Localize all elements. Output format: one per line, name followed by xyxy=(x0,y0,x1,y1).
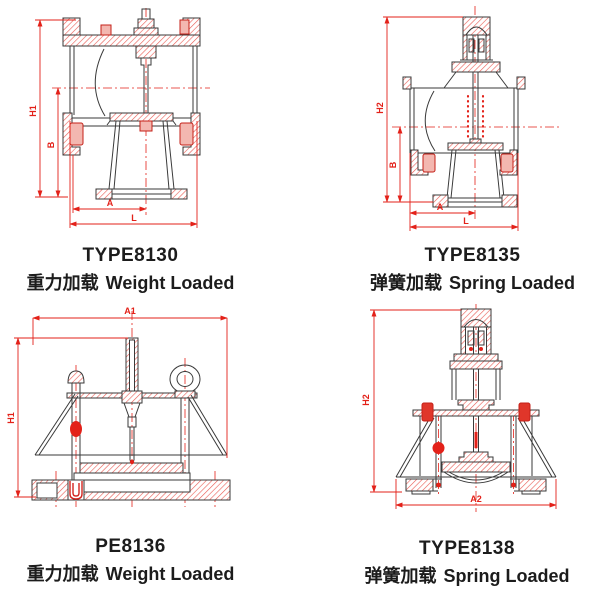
load-type-en: Weight Loaded xyxy=(105,273,235,293)
figure-type8135: H2 B A L xyxy=(375,3,578,243)
figure-subtitle: 重力加载 Weight Loaded xyxy=(18,560,243,588)
figure-pe8136: A1 H1 xyxy=(6,303,260,528)
type8138-drawing: H2 A2 xyxy=(361,304,557,512)
dimension-lines: H2 B A L xyxy=(375,16,519,231)
dimension-lines: A1 H1 xyxy=(6,306,228,498)
type8135-drawing: H2 B A L xyxy=(375,6,562,231)
stem-insert xyxy=(474,432,478,448)
dim-label-l: L xyxy=(131,213,137,223)
caption-type8130: TYPE8130 重力加载 Weight Loaded xyxy=(18,243,243,297)
figure-type8130: H1 B A L xyxy=(28,3,238,243)
crossbar-bolt-left xyxy=(421,402,434,422)
centerlines xyxy=(392,6,562,219)
red-details xyxy=(421,347,531,488)
figure-subtitle: 弹簧加载 Spring Loaded xyxy=(352,562,582,590)
caption-type8135: TYPE8135 弹簧加载 Spring Loaded xyxy=(360,243,585,297)
red-details xyxy=(69,421,135,500)
load-type-cn: 重力加载 xyxy=(26,273,99,293)
valve-body xyxy=(62,8,201,200)
dim-label-b: B xyxy=(46,141,56,148)
dim-label-h2: H2 xyxy=(375,102,385,114)
type8130-drawing: H1 B A L xyxy=(28,8,210,228)
dim-label-a2: A2 xyxy=(470,494,482,504)
bolts xyxy=(422,153,514,173)
spring-coil-dots xyxy=(466,94,485,141)
dim-label-l: L xyxy=(463,216,469,226)
figure-title: TYPE8138 xyxy=(419,538,515,559)
load-type-cn: 重力加载 xyxy=(26,564,99,584)
dim-label-b: B xyxy=(388,161,398,168)
dim-label-h1: H1 xyxy=(6,412,16,424)
figure-type8138: H2 A2 xyxy=(358,300,593,530)
figure-subtitle: 重力加载 Weight Loaded xyxy=(18,269,243,297)
caption-type8138: TYPE8138 弹簧加载 Spring Loaded xyxy=(352,536,582,590)
dim-label-a1: A1 xyxy=(124,306,136,316)
dim-label-h2: H2 xyxy=(361,394,371,406)
dim-label-h1: H1 xyxy=(28,105,38,117)
vent-body xyxy=(31,337,231,501)
load-type-en: Spring Loaded xyxy=(449,273,575,293)
figure-title: TYPE8130 xyxy=(82,245,179,266)
dim-label-a: A xyxy=(107,198,114,208)
figure-subtitle: 弹簧加载 Spring Loaded xyxy=(360,269,585,297)
caption-pe8136: PE8136 重力加载 Weight Loaded xyxy=(18,534,243,588)
figure-title: PE8136 xyxy=(95,536,166,557)
figure-title: TYPE8135 xyxy=(424,245,521,266)
valve-body xyxy=(402,16,526,208)
load-type-cn: 弹簧加载 xyxy=(364,566,437,586)
dimension-lines: H1 B A L xyxy=(28,19,198,228)
pe8136-drawing: A1 H1 xyxy=(6,306,231,508)
dim-label-a: A xyxy=(437,202,444,212)
vent-body xyxy=(395,308,557,495)
load-type-en: Spring Loaded xyxy=(443,566,570,586)
rod-weight-dot xyxy=(432,442,445,454)
crossbar-bolt-right xyxy=(518,402,531,422)
stem-tip-dot xyxy=(129,459,135,465)
load-type-en: Weight Loaded xyxy=(105,564,235,584)
dimension-lines: H2 A2 xyxy=(361,309,557,509)
load-type-cn: 弹簧加载 xyxy=(370,273,442,293)
rod-pocket xyxy=(69,481,83,500)
weight-blob xyxy=(70,421,82,437)
